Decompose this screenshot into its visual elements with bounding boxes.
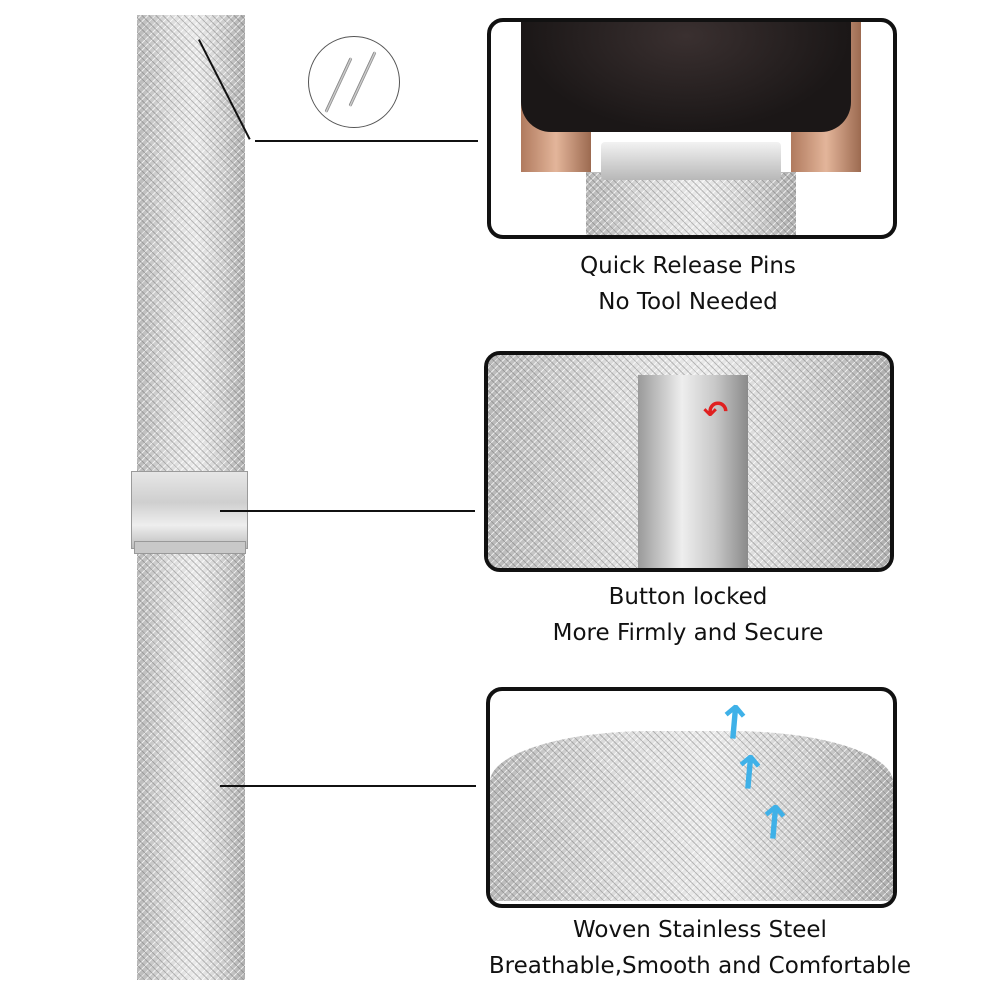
feature-subtitle: More Firmly and Secure — [552, 620, 824, 646]
feature-title: Button locked — [608, 584, 768, 610]
clasp-hinge — [134, 541, 246, 554]
feature-caption-1: Quick Release Pins No Tool Needed — [428, 248, 948, 320]
callout-line-2 — [220, 510, 475, 512]
feature-subtitle: Breathable,Smooth and Comfortable — [488, 953, 912, 979]
feature-subtitle: No Tool Needed — [598, 289, 778, 315]
callout-line-1-horizontal — [255, 140, 478, 142]
feature-title: Quick Release Pins — [580, 253, 796, 279]
red-curved-arrow-icon: ↶ — [703, 395, 729, 430]
callout-line-3 — [220, 785, 476, 787]
feature-image-quick-release — [487, 18, 897, 239]
feature-image-woven-steel: ↗ ↗ ↗ — [486, 687, 897, 908]
feature-caption-2: Button locked More Firmly and Secure — [428, 579, 948, 651]
feature-image-button-lock: ↶ — [484, 351, 894, 572]
quick-release-pin-icon — [308, 36, 400, 128]
feature-caption-3: Woven Stainless Steel Breathable,Smooth … — [440, 912, 960, 984]
feature-title: Woven Stainless Steel — [573, 917, 827, 943]
